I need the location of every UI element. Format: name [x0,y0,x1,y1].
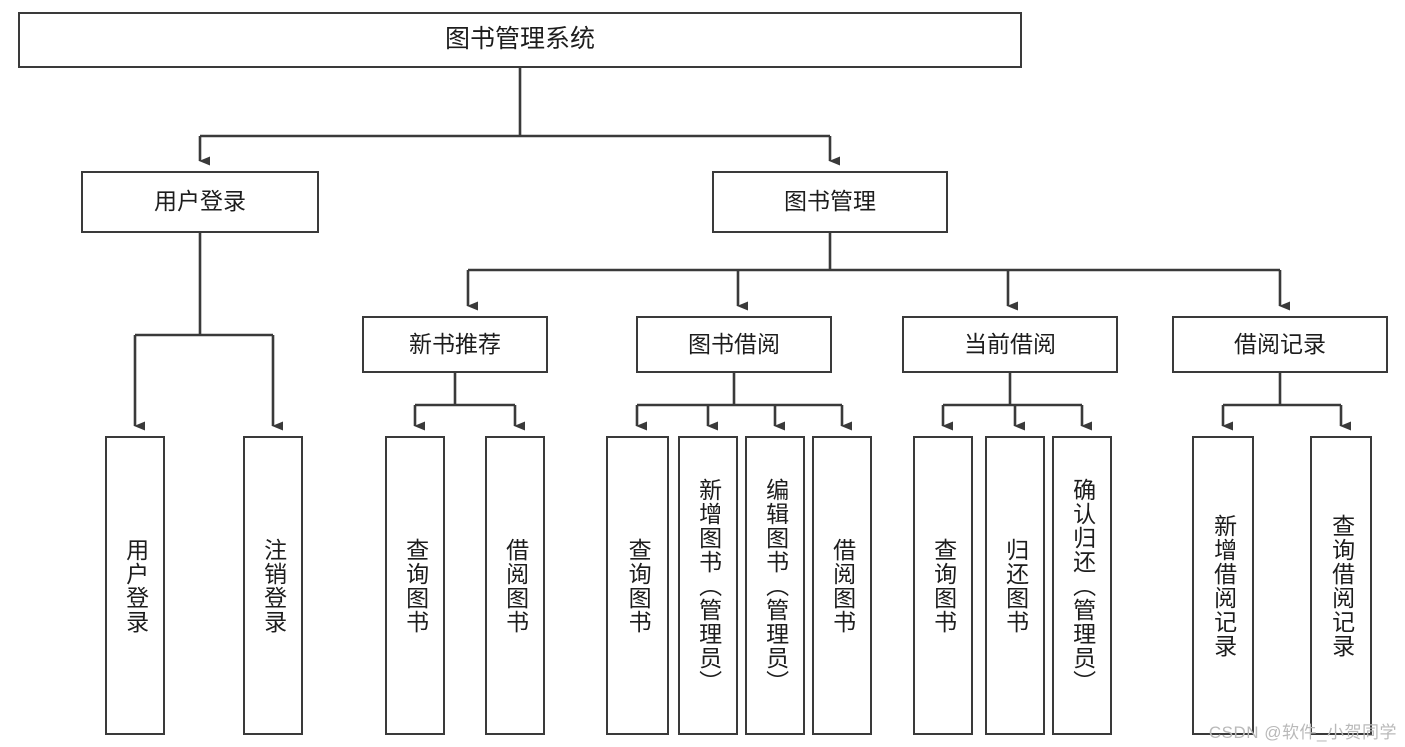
node-leaf-query-book-2[interactable]: 查询图书 [606,436,669,735]
node-leaf-query-record[interactable]: 查询借阅记录 [1310,436,1372,735]
node-book-management-label: 图书管理 [784,188,876,215]
node-leaf-user-login[interactable]: 用户登录 [105,436,165,735]
node-leaf-add-book-label: 新增图书（管理员） [695,477,722,694]
node-borrow-record-label: 借阅记录 [1234,330,1326,357]
node-leaf-confirm-return[interactable]: 确认归还（管理员） [1052,436,1112,735]
node-new-book-recommend-label: 新书推荐 [409,330,501,357]
node-leaf-logout[interactable]: 注销登录 [243,436,303,735]
node-root-label: 图书管理系统 [444,25,595,54]
node-root[interactable]: 图书管理系统 [18,12,1022,68]
node-leaf-borrow-book-2-label: 借阅图书 [829,537,856,634]
node-leaf-edit-book[interactable]: 编辑图书（管理员） [745,436,805,735]
node-leaf-logout-label: 注销登录 [260,537,287,634]
node-leaf-add-book[interactable]: 新增图书（管理员） [678,436,738,735]
node-current-borrow-label: 当前借阅 [964,330,1056,357]
node-leaf-query-book-1[interactable]: 查询图书 [385,436,445,735]
node-leaf-add-record[interactable]: 新增借阅记录 [1192,436,1254,735]
node-user-login-label: 用户登录 [154,188,246,215]
node-leaf-user-login-label: 用户登录 [122,537,149,634]
node-leaf-borrow-book-1-label: 借阅图书 [502,537,529,634]
node-leaf-query-record-label: 查询借阅记录 [1328,513,1355,658]
node-book-borrow-label: 图书借阅 [688,330,780,357]
node-leaf-return-book-label: 归还图书 [1002,537,1029,634]
node-book-management[interactable]: 图书管理 [712,171,948,233]
node-leaf-query-book-3[interactable]: 查询图书 [913,436,973,735]
node-borrow-record[interactable]: 借阅记录 [1172,316,1388,373]
node-current-borrow[interactable]: 当前借阅 [902,316,1118,373]
watermark-text: CSDN @软件_小贺同学 [1208,723,1397,742]
node-new-book-recommend[interactable]: 新书推荐 [362,316,548,373]
node-leaf-add-record-label: 新增借阅记录 [1210,513,1237,658]
node-user-login[interactable]: 用户登录 [81,171,319,233]
node-leaf-query-book-3-label: 查询图书 [930,537,957,634]
node-leaf-query-book-2-label: 查询图书 [625,537,652,634]
node-book-borrow[interactable]: 图书借阅 [636,316,832,373]
node-leaf-borrow-book-2[interactable]: 借阅图书 [812,436,872,735]
node-leaf-query-book-1-label: 查询图书 [402,537,429,634]
node-leaf-confirm-return-label: 确认归还（管理员） [1069,477,1096,694]
node-leaf-return-book[interactable]: 归还图书 [985,436,1045,735]
node-leaf-edit-book-label: 编辑图书（管理员） [762,477,789,694]
node-leaf-borrow-book-1[interactable]: 借阅图书 [485,436,545,735]
